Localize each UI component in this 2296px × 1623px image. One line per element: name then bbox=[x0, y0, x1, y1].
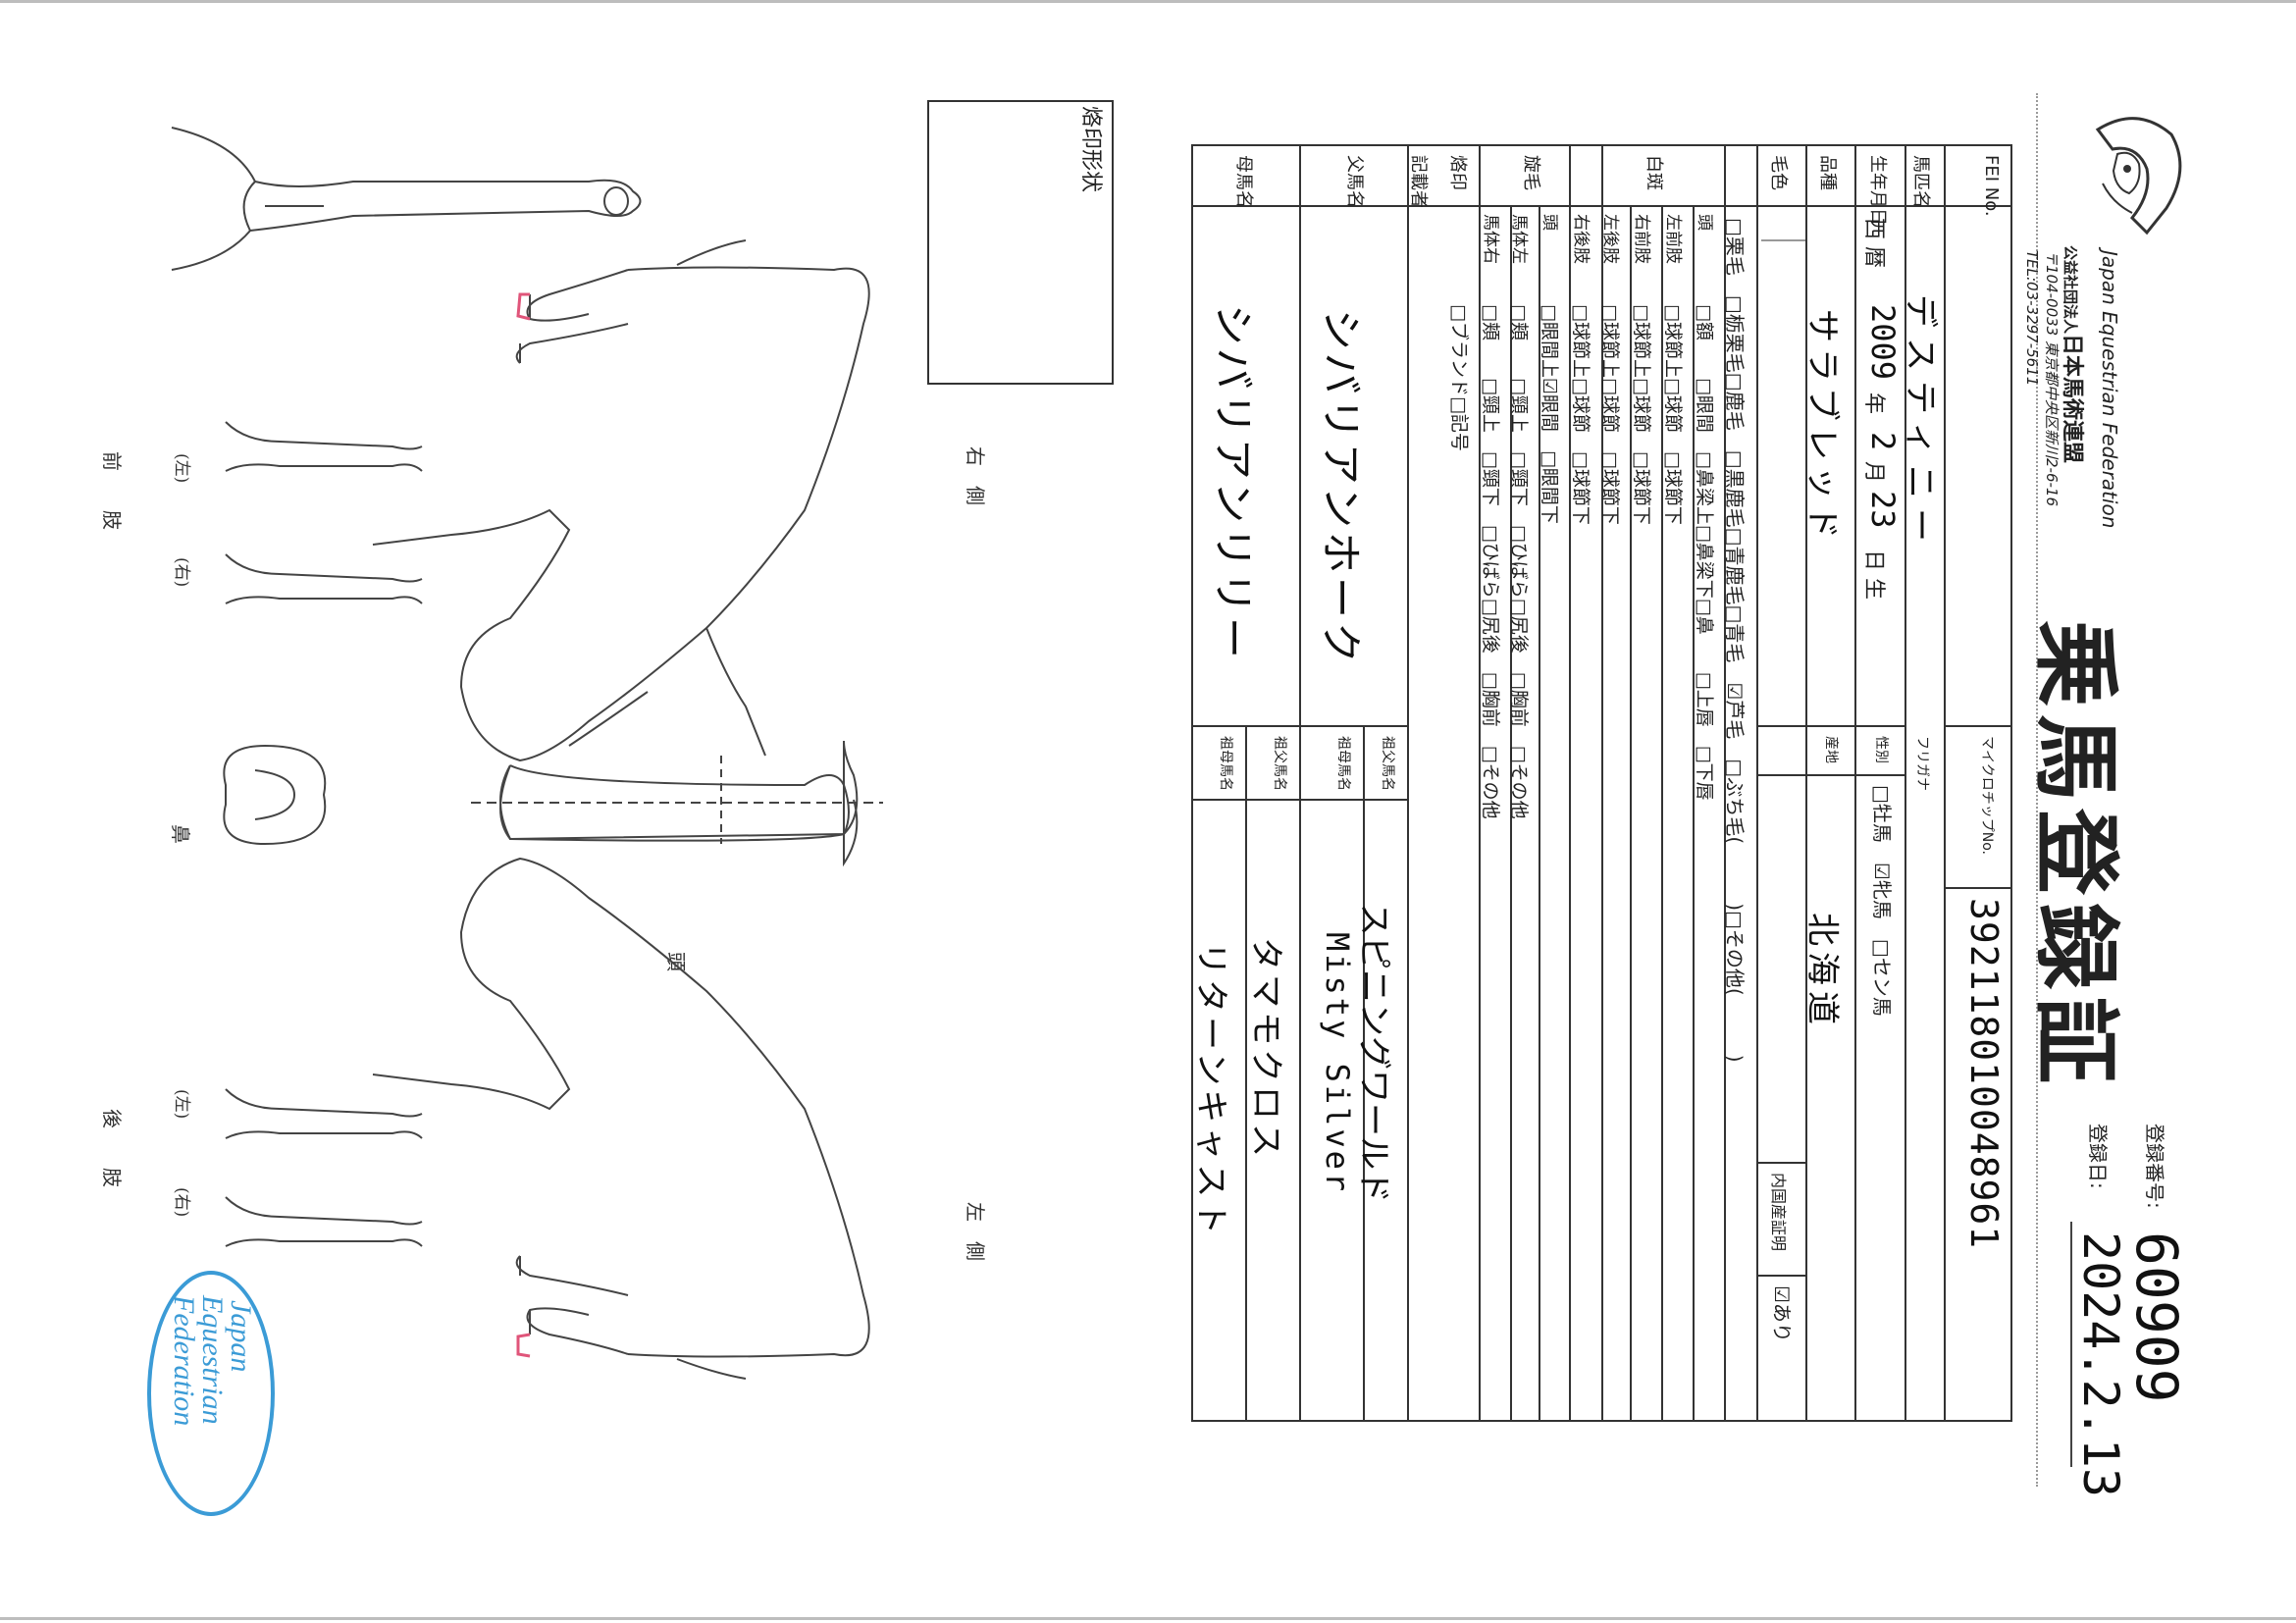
muzzle-drawing bbox=[223, 744, 327, 846]
jef-seal-stamp bbox=[147, 1271, 275, 1516]
horse-right-side bbox=[372, 266, 870, 762]
front-leg-left-drawing bbox=[225, 421, 423, 472]
stamp-line1: Japan bbox=[225, 1300, 257, 1373]
scan-bottom-edge bbox=[0, 1617, 2296, 1620]
jef-logo-icon bbox=[2095, 117, 2182, 236]
stamp-line3: Federation bbox=[168, 1295, 200, 1427]
hind-leg-right-drawing bbox=[225, 1196, 423, 1247]
horse-left-side bbox=[372, 857, 870, 1358]
reg-date-underline bbox=[2070, 1222, 2072, 1467]
scan-right-dotted-edge bbox=[2036, 93, 2040, 1487]
scan-top-edge bbox=[0, 0, 2296, 3]
horse-top-view bbox=[171, 127, 642, 271]
hind-leg-left-drawing bbox=[225, 1088, 423, 1139]
brand-shape-box bbox=[927, 100, 1114, 385]
front-leg-right-drawing bbox=[225, 553, 423, 604]
stamp-line2: Equestrian bbox=[196, 1295, 229, 1425]
